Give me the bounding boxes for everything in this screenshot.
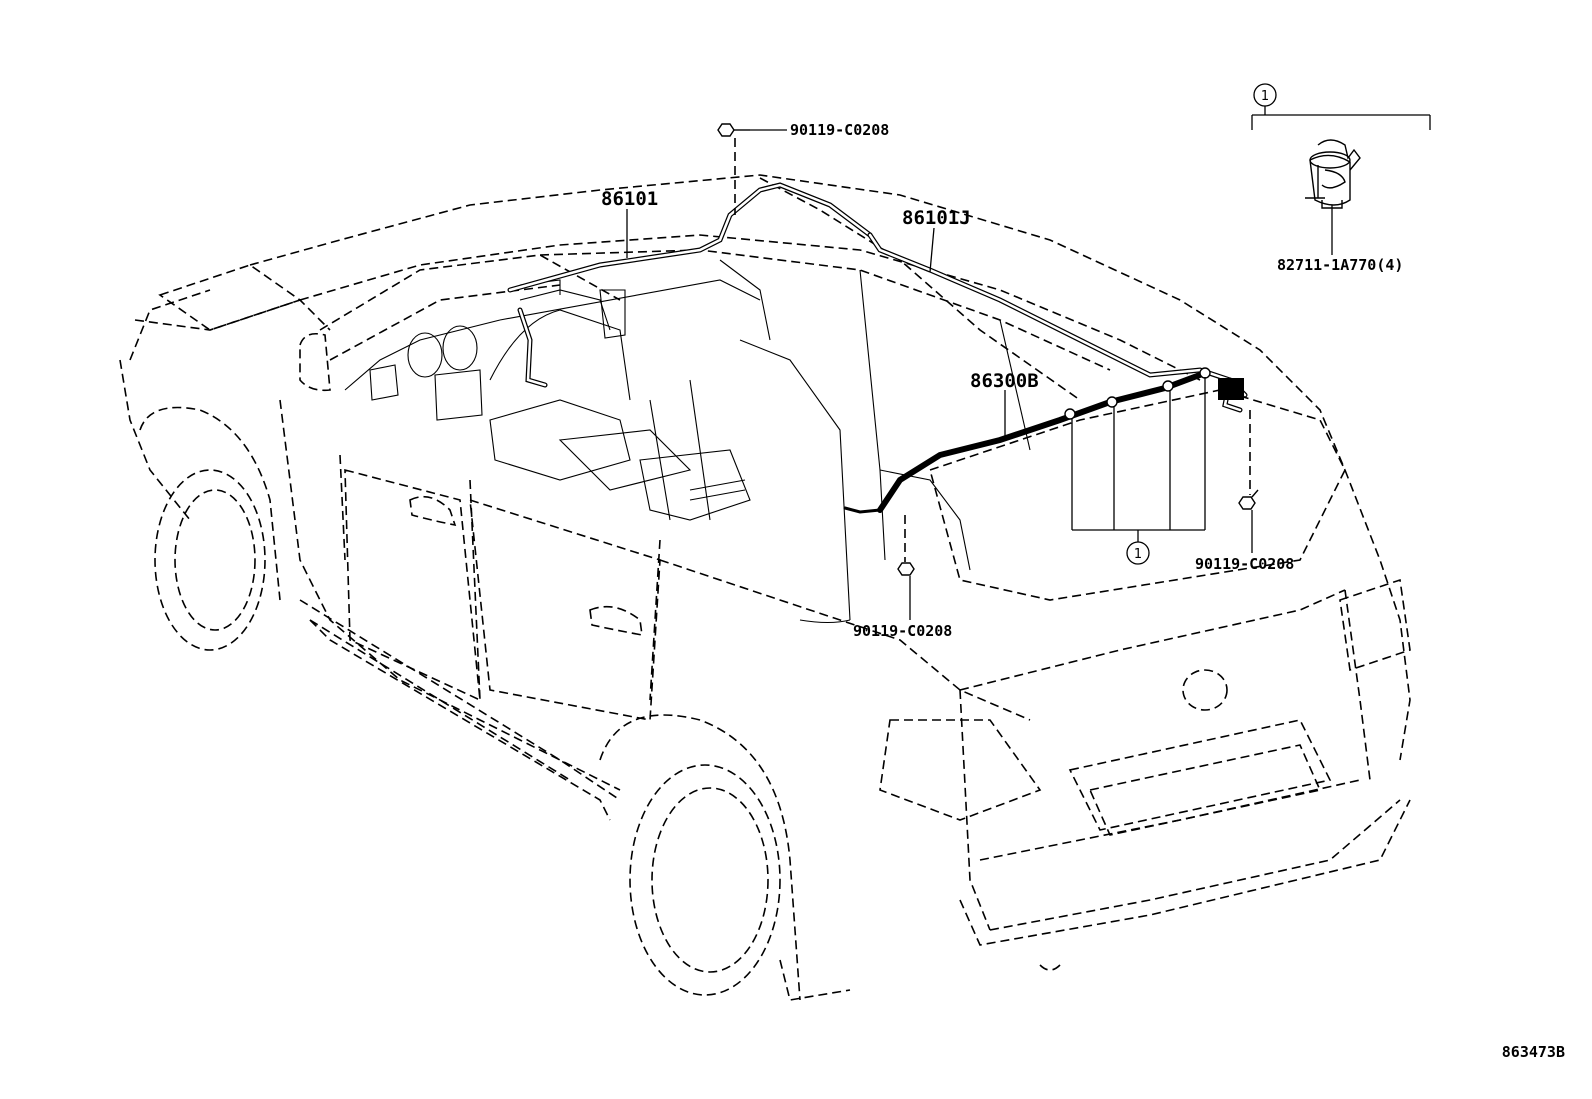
- label-bolt-top[interactable]: 90119-C0208: [790, 121, 889, 139]
- label-harness-86101j[interactable]: 86101J: [902, 207, 971, 229]
- callout-number: 1: [1261, 89, 1269, 104]
- label-bolt-lower[interactable]: 90119-C0208: [853, 622, 952, 640]
- clip-mount: [1162, 380, 1174, 392]
- callout-circle-lower: 1: [1126, 541, 1150, 565]
- figure-code: 863473B: [1502, 1043, 1565, 1061]
- connector: [1218, 378, 1244, 400]
- bolt-top-icon: [717, 123, 750, 215]
- vehicle-body-outline: [119, 174, 1411, 1001]
- label-clip[interactable]: 82711-1A770(4): [1277, 256, 1403, 274]
- leader-lines: [626, 104, 1431, 620]
- label-bolt-right[interactable]: 90119-C0208: [1195, 555, 1294, 573]
- bolt-right-icon: [1238, 410, 1259, 510]
- clip-mount: [1199, 367, 1211, 379]
- callout-number: 1: [1134, 547, 1142, 562]
- bolt-lower-icon: [897, 515, 915, 576]
- label-cable-86300b[interactable]: 86300B: [970, 370, 1039, 392]
- clip-detail-icon: [1305, 139, 1361, 209]
- clip-mount: [1064, 408, 1076, 420]
- callout-circle-top: 1: [1253, 83, 1277, 107]
- cable-86300b: [843, 367, 1244, 514]
- harness-86101j-wire: [867, 232, 1248, 413]
- harness-86101-wire: [507, 182, 873, 388]
- clip-mount: [1106, 396, 1118, 408]
- label-harness-86101[interactable]: 86101: [601, 188, 658, 210]
- vehicle-interior: [344, 259, 1031, 624]
